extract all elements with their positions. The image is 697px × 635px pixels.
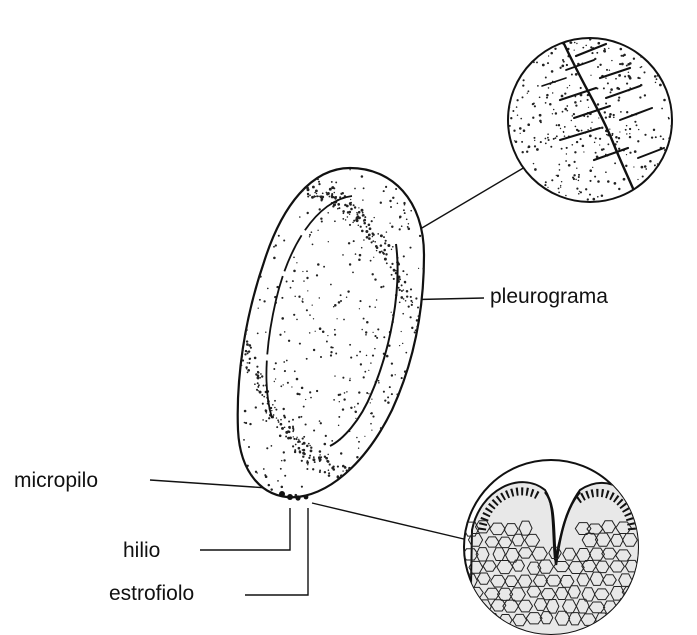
label-micropilo: micropilo: [14, 470, 98, 491]
label-estrofiolo: estrofiolo: [109, 583, 194, 604]
leader-bottom-magnifier: [312, 503, 468, 540]
leader-top-magnifier: [405, 167, 525, 238]
testa-magnifier: [507, 35, 673, 205]
label-pleurograma: pleurograma: [490, 286, 608, 307]
leader-hilio: [200, 508, 290, 550]
label-hilio: hilio: [123, 540, 160, 561]
leader-estrofiolo: [245, 508, 308, 595]
leader-micropilo: [150, 480, 268, 488]
seed: [227, 166, 435, 501]
strophiole-magnifier: [463, 460, 640, 635]
